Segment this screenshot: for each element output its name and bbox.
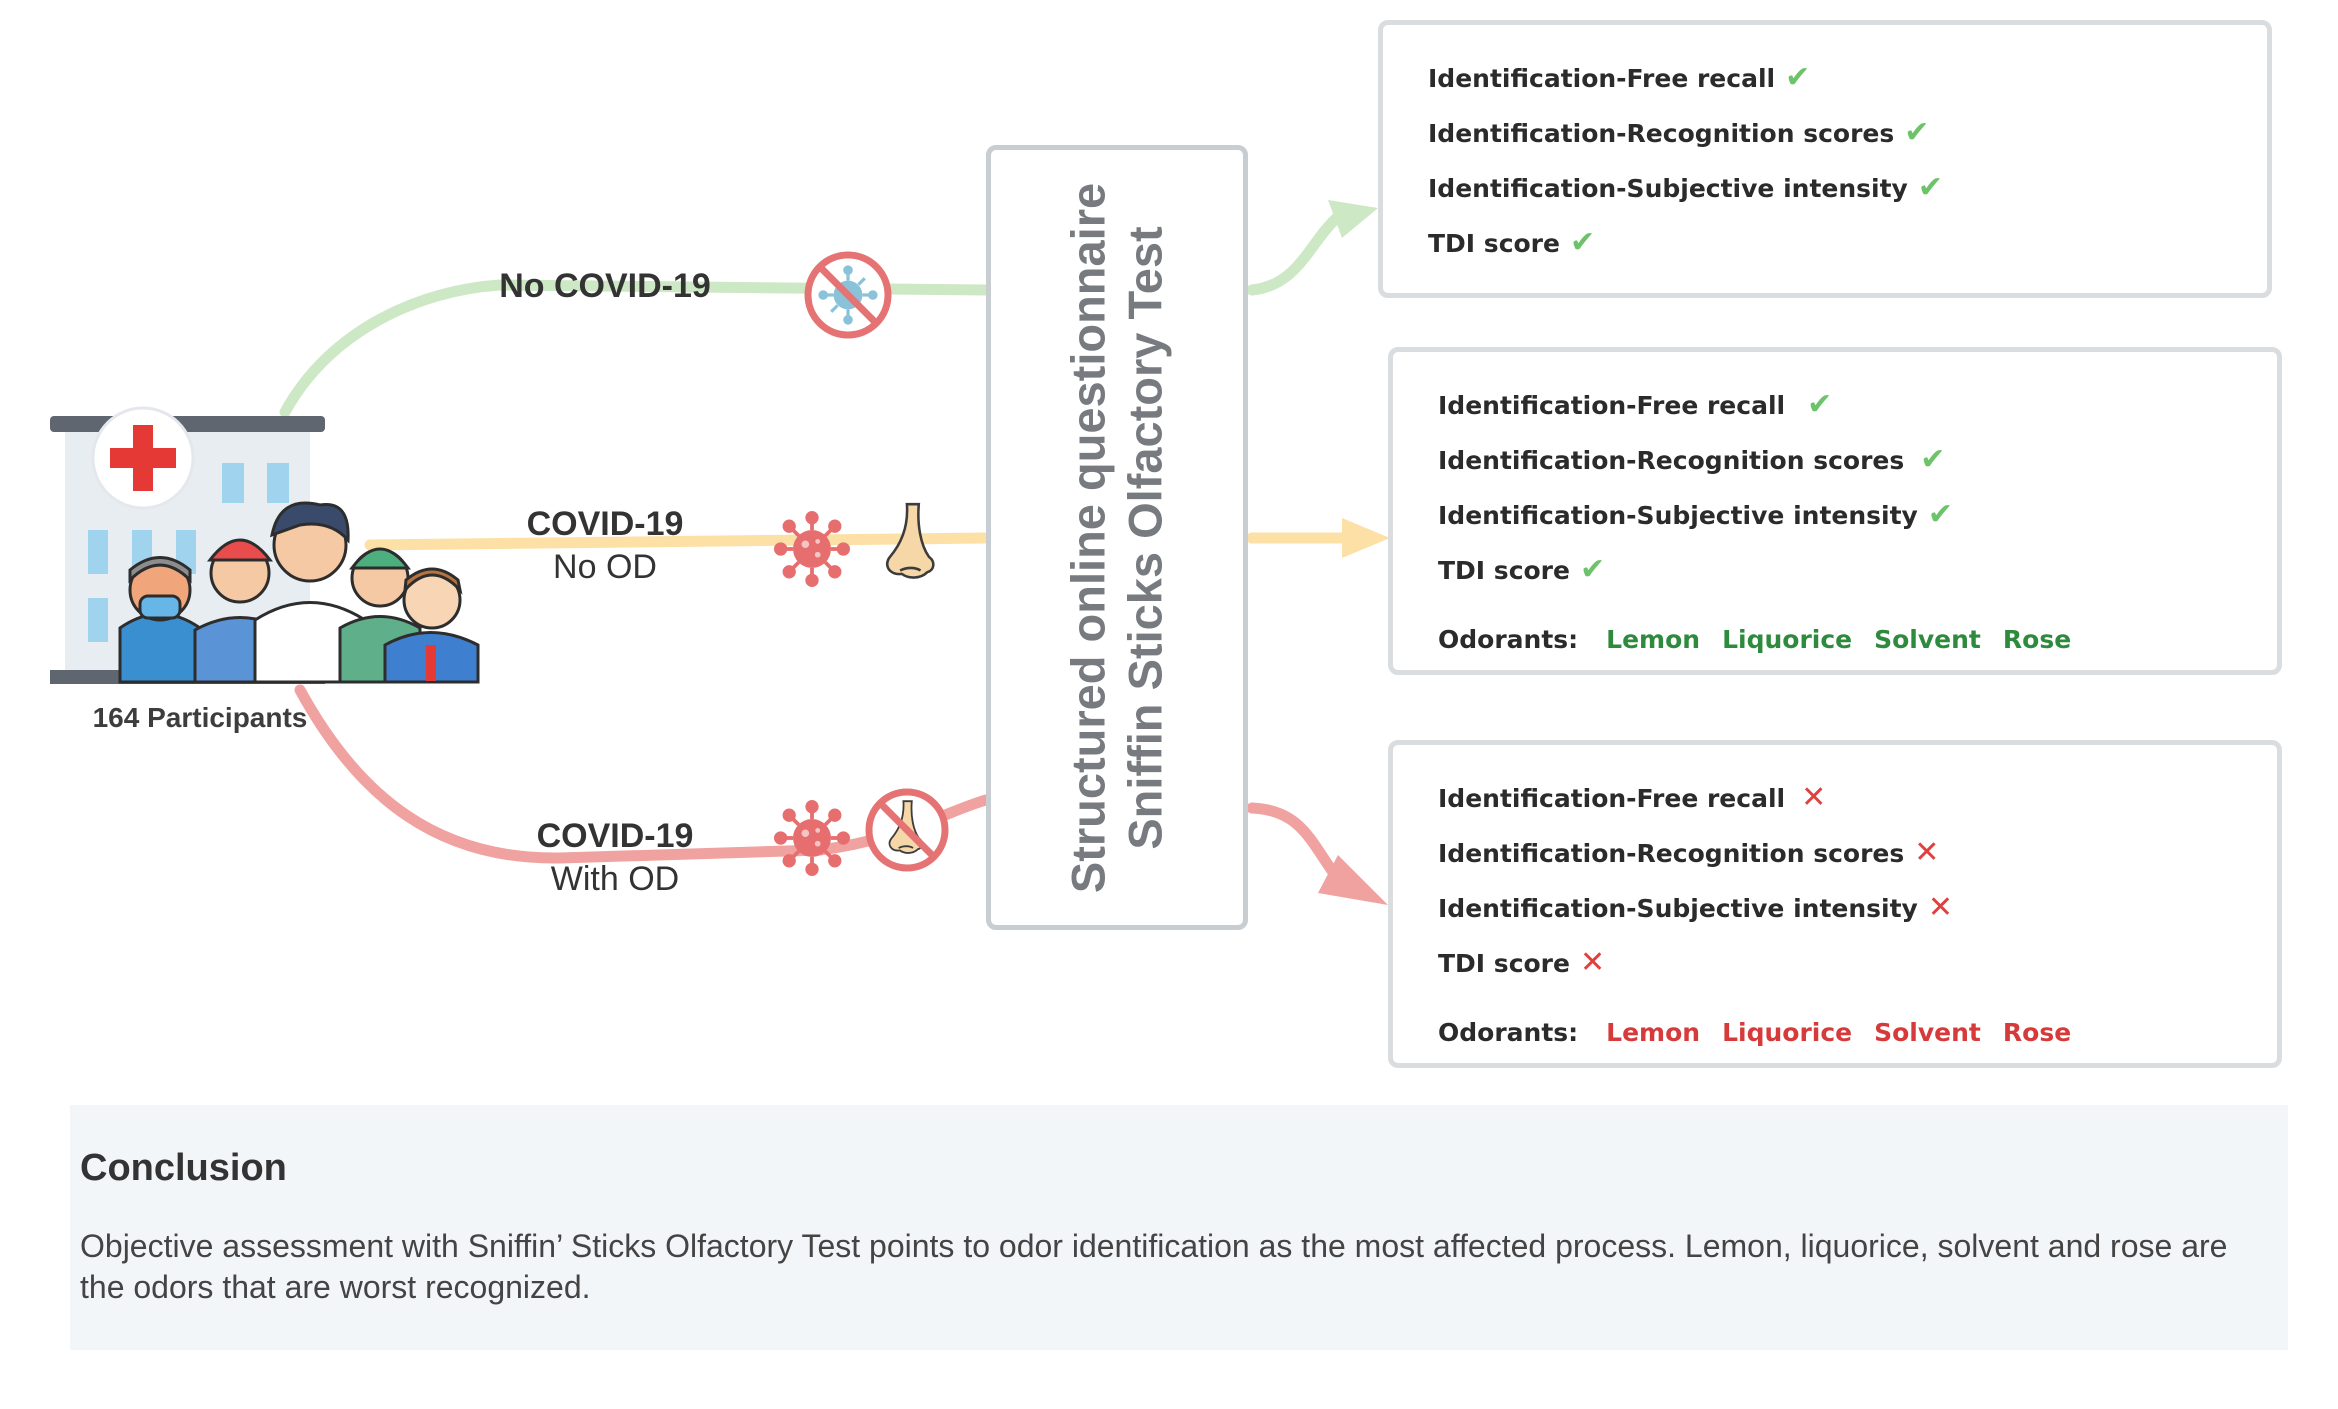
arrow-head-3 xyxy=(1318,855,1388,905)
arrow-head-2 xyxy=(1342,518,1390,558)
group-title: No COVID-19 xyxy=(499,267,711,305)
no-virus-icon xyxy=(804,251,892,339)
odorants-row: Odorants: Lemon Liquorice Solvent Rose xyxy=(1438,625,2071,654)
questionnaire-line-2: Sniffin Sticks Olfactory Test xyxy=(1119,225,1172,850)
healthcare-workers-icon xyxy=(118,501,480,684)
check-icon: ✔ xyxy=(1917,170,1943,205)
odorant-liquorice: Liquorice xyxy=(1722,1018,1853,1047)
result-row: Identification-Recognition scores ✔ xyxy=(1438,445,1945,475)
group-label-covid-with-od: COVID-19 With OD xyxy=(490,815,740,900)
result-label: Identification-Recognition scores xyxy=(1438,445,1905,475)
group-label-covid-no-od: COVID-19 No OD xyxy=(480,503,730,588)
cross-icon: ✕ xyxy=(1914,835,1940,870)
odorant-rose: Rose xyxy=(2002,625,2072,654)
questionnaire-text: Structured online questionnaire Sniffin … xyxy=(1060,158,1175,918)
odorant-rose: Rose xyxy=(2002,1018,2072,1047)
odorant-solvent: Solvent xyxy=(1874,625,1981,654)
result-row: TDI score ✔ xyxy=(1438,555,1605,585)
result-label: TDI score xyxy=(1428,228,1560,258)
odorants-label: Odorants: xyxy=(1438,1018,1579,1047)
result-label: Identification-Free recall xyxy=(1438,390,1786,420)
group-label-no-covid: No COVID-19 xyxy=(480,265,730,308)
group-subtitle: With OD xyxy=(550,859,680,898)
result-label: Identification-Subjective intensity xyxy=(1438,893,1918,923)
cross-icon: ✕ xyxy=(1579,945,1606,980)
group-title: COVID-19 xyxy=(526,505,684,543)
result-label: Identification-Recognition scores xyxy=(1428,118,1895,148)
check-icon: ✔ xyxy=(1579,552,1606,587)
result-row: Identification-Free recall ✔ xyxy=(1428,63,1810,93)
participants-label: 164 Participants xyxy=(92,702,308,733)
result-row: Identification-Subjective intensity ✕ xyxy=(1438,893,1953,923)
conclusion-panel: Conclusion Objective assessment with Sni… xyxy=(70,1105,2288,1350)
odorant-lemon: Lemon xyxy=(1606,625,1701,654)
cross-icon: ✕ xyxy=(1927,890,1953,925)
result-label: Identification-Subjective intensity xyxy=(1428,173,1908,203)
result-row: Identification-Subjective intensity ✔ xyxy=(1438,500,1953,530)
questionnaire-box: Structured online questionnaire Sniffin … xyxy=(986,145,1248,930)
result-box-covid-with-od: Identification-Free recall ✕ Identificati… xyxy=(1388,740,2282,1068)
odorant-liquorice: Liquorice xyxy=(1722,625,1853,654)
result-row: TDI score ✔ xyxy=(1428,228,1595,258)
group-subtitle: No OD xyxy=(553,547,657,586)
result-label: TDI score xyxy=(1438,555,1570,585)
result-row: Identification-Recognition scores ✕ xyxy=(1438,838,1939,868)
result-row: Identification-Free recall ✕ xyxy=(1438,783,1826,813)
odorant-solvent: Solvent xyxy=(1874,1018,1981,1047)
arrow-head-1 xyxy=(1328,200,1378,238)
conclusion-text: Objective assessment with Sniffin’ Stick… xyxy=(80,1228,2228,1305)
virus-icon xyxy=(774,800,850,876)
result-row: Identification-Subjective intensity ✔ xyxy=(1428,173,1943,203)
no-nose-icon xyxy=(865,788,949,872)
check-icon: ✔ xyxy=(1807,387,1833,422)
result-row: Identification-Free recall ✔ xyxy=(1438,390,1832,420)
path-covid-no-od xyxy=(364,532,992,551)
result-row: TDI score ✕ xyxy=(1438,948,1605,978)
check-icon: ✔ xyxy=(1569,225,1596,260)
result-row: Identification-Recognition scores ✔ xyxy=(1428,118,1929,148)
virus-icon xyxy=(774,511,850,587)
arrow-to-result-1 xyxy=(1246,209,1346,296)
arrow-to-result-3 xyxy=(1246,802,1341,881)
result-label: Identification-Recognition scores xyxy=(1438,838,1905,868)
check-icon: ✔ xyxy=(1785,60,1811,95)
result-label: Identification-Free recall xyxy=(1438,783,1786,813)
questionnaire-line-1: Structured online questionnaire xyxy=(1061,182,1115,893)
result-label: Identification-Free recall xyxy=(1428,63,1776,93)
odorants-label: Odorants: xyxy=(1438,625,1579,654)
result-label: TDI score xyxy=(1438,948,1570,978)
result-box-no-covid: Identification-Free recall ✔ Identificati… xyxy=(1378,20,2272,298)
path-no-covid xyxy=(279,279,992,418)
result-box-covid-no-od: Identification-Free recall ✔ Identificati… xyxy=(1388,347,2282,675)
conclusion-title: Conclusion xyxy=(80,1147,287,1189)
check-icon: ✔ xyxy=(1920,442,1946,477)
group-title: COVID-19 xyxy=(536,817,694,855)
result-label: Identification-Subjective intensity xyxy=(1438,500,1918,530)
cross-icon: ✕ xyxy=(1801,780,1827,815)
odorant-lemon: Lemon xyxy=(1606,1018,1701,1047)
odorants-row: Odorants: Lemon Liquorice Solvent Rose xyxy=(1438,1018,2071,1047)
check-icon: ✔ xyxy=(1927,497,1953,532)
check-icon: ✔ xyxy=(1904,115,1930,150)
